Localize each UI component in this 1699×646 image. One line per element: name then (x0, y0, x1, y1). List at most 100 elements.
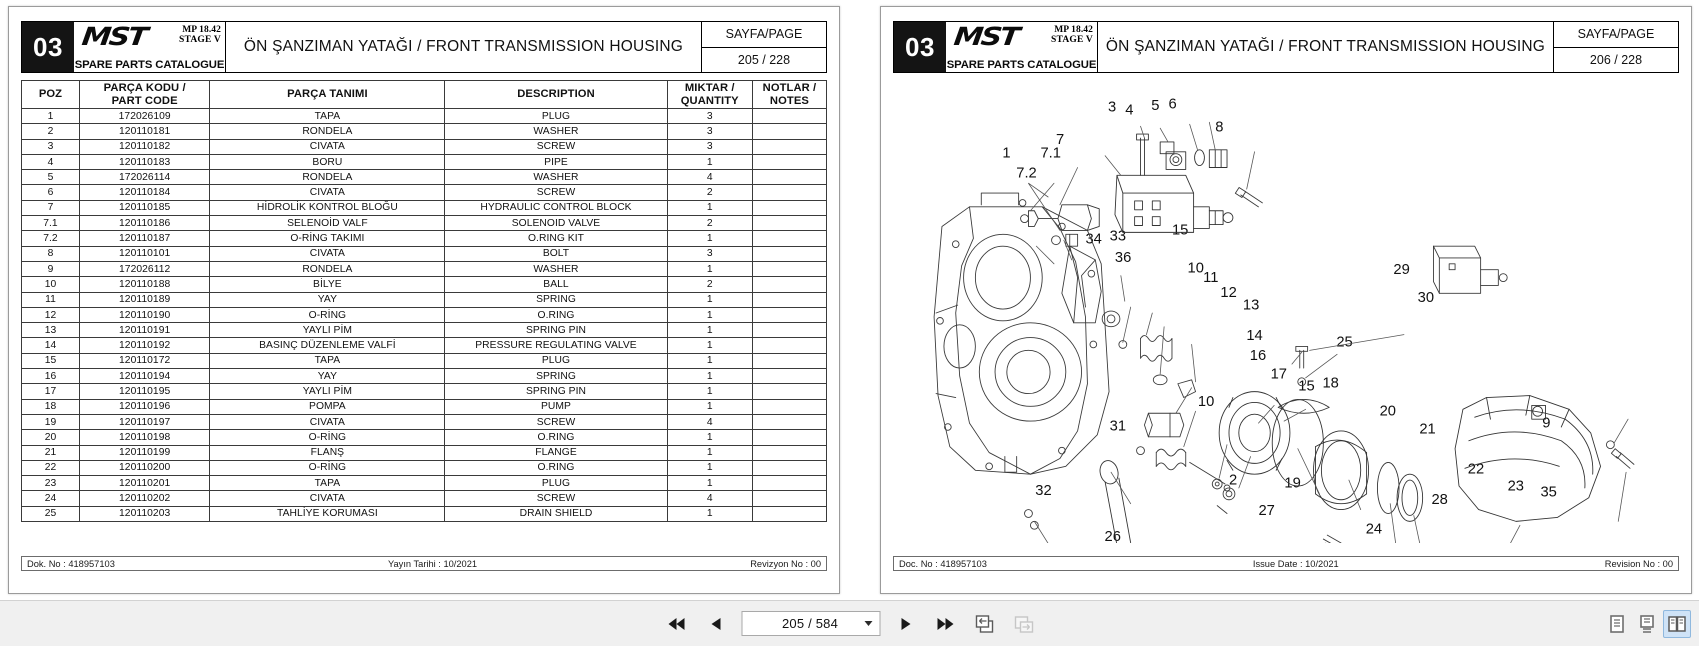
cell-part-code: 120110172 (78, 352, 211, 370)
diagram-callout: 8 (1215, 120, 1223, 136)
page-number-value: 205 / 584 (781, 616, 838, 631)
previous-page-button[interactable] (702, 611, 728, 637)
parts-table-head: POZ PARÇA KODU / PART CODE PARÇA TANIMI … (21, 80, 828, 109)
diagram-callout: 33 (1110, 228, 1126, 244)
cell-part-code: 120110189 (78, 291, 211, 308)
cell-description: WASHER (444, 169, 668, 186)
viewer-toolbar: 205 / 584 (0, 600, 1699, 646)
cell-quantity: 4 (666, 413, 753, 431)
cell-part-name: SELENOİD VALF (209, 215, 446, 232)
diagram-callout: 20 (1380, 403, 1396, 419)
cell-part-code: 120110198 (78, 429, 211, 446)
document-page-left[interactable]: 03 MST MP 18.42 STAGE V SPARE PARTS CATA… (8, 6, 840, 594)
diagram-callout: 35 (1540, 485, 1556, 501)
cell-description: SCREW (444, 138, 668, 155)
cell-part-code: 120110186 (78, 215, 211, 232)
diagram-callout: 16 (1250, 348, 1266, 364)
diagram-callout: 10 (1198, 394, 1214, 410)
diagram-callout: 7.2 (1016, 166, 1036, 182)
cell-quantity: 1 (666, 444, 753, 461)
cell-quantity: 1 (666, 291, 753, 308)
page-label-left: SAYFA/PAGE (702, 22, 826, 48)
cell-description: PIPE (444, 153, 668, 171)
document-page-right[interactable]: 03 MST MP 18.42 STAGE V SPARE PARTS CATA… (880, 6, 1692, 594)
page-title-left: ÖN ŞANZIMAN YATAĞI / FRONT TRANSMISSION … (226, 22, 702, 72)
col-header-quantity: MIKTAR / QUANTITY (666, 80, 753, 109)
cell-part-name: O-RİNG (209, 459, 446, 477)
document-canvas[interactable]: 03 MST MP 18.42 STAGE V SPARE PARTS CATA… (0, 0, 1699, 600)
chevron-down-icon[interactable] (864, 621, 872, 626)
title-block-right: 03 MST MP 18.42 STAGE V SPARE PARTS CATA… (893, 21, 1679, 73)
brand-subtitle-right: SPARE PARTS CATALOGUE (946, 59, 1097, 71)
cell-quantity: 2 (666, 276, 753, 293)
fit-page-button[interactable] (971, 611, 997, 637)
brand-block-right: MST MP 18.42 STAGE V SPARE PARTS CATALOG… (946, 22, 1098, 72)
footer-doc-no-right: Doc. No : 418957103 (899, 558, 987, 569)
cell-part-code: 120110190 (78, 306, 211, 324)
first-page-button[interactable] (663, 611, 689, 637)
continuous-page-view-button[interactable] (1633, 610, 1661, 638)
cell-poz: 11 (21, 291, 80, 308)
cell-quantity: 2 (666, 215, 753, 232)
diagram-callout: 29 (1393, 262, 1409, 278)
cell-quantity: 3 (666, 107, 753, 125)
cell-description: SPRING (444, 368, 668, 385)
cell-description: O.RING KIT (444, 230, 668, 247)
fit-width-button[interactable] (1010, 611, 1036, 637)
cell-part-name: CIVATA (209, 184, 446, 201)
cell-part-code: 120110188 (78, 276, 211, 293)
single-page-view-button[interactable] (1603, 610, 1631, 638)
next-page-button[interactable] (893, 611, 919, 637)
diagram-callout: 11 (1203, 270, 1218, 286)
cell-poz: 24 (21, 490, 80, 507)
page-value-right: 206 / 228 (1589, 52, 1643, 67)
cell-poz: 21 (21, 444, 80, 461)
cell-poz: 2 (21, 123, 80, 140)
cell-notes (751, 199, 828, 217)
last-page-button[interactable] (932, 611, 958, 637)
cell-part-name: FLANŞ (209, 444, 446, 461)
chapter-number-right: 03 (894, 22, 946, 72)
cell-notes (751, 459, 828, 477)
cell-description: O.RING (444, 429, 668, 446)
col-header-poz: POZ (21, 80, 80, 109)
cell-part-code: 120110202 (78, 490, 211, 507)
diagram-callout: 15 (1298, 379, 1314, 395)
cell-part-code: 120110184 (78, 184, 211, 201)
cell-notes (751, 107, 828, 125)
cell-part-code: 120110194 (78, 368, 211, 385)
cell-part-code: 120110181 (78, 123, 211, 140)
cell-notes (751, 413, 828, 431)
facing-page-view-button[interactable] (1663, 609, 1691, 638)
cell-poz: 15 (21, 352, 80, 370)
diagram-callout: 36 (1115, 250, 1131, 266)
cell-quantity: 1 (666, 199, 753, 217)
cell-notes (751, 505, 828, 523)
cell-description: PLUG (444, 475, 668, 492)
cell-part-code: 120110199 (78, 444, 211, 461)
view-mode-controls (1603, 609, 1691, 638)
cell-description: O.RING (444, 306, 668, 324)
cell-part-name: CIVATA (209, 245, 446, 262)
cell-poz: 17 (21, 383, 80, 400)
cell-description: WASHER (444, 123, 668, 140)
page-number-select[interactable]: 205 / 584 (741, 611, 880, 636)
cell-description: SPRING (444, 291, 668, 308)
cell-part-name: BASINÇ DÜZENLEME VALFİ (209, 337, 446, 354)
cell-part-name: RONDELA (209, 260, 446, 278)
cell-notes (751, 383, 828, 400)
page-label-right: SAYFA/PAGE (1554, 22, 1678, 48)
cell-part-name: HİDROLİK KONTROL BLOĞU (209, 199, 446, 217)
cell-description: WASHER (444, 260, 668, 278)
footer-issue-date-left: Yayın Tarihi : 10/2021 (388, 558, 478, 569)
